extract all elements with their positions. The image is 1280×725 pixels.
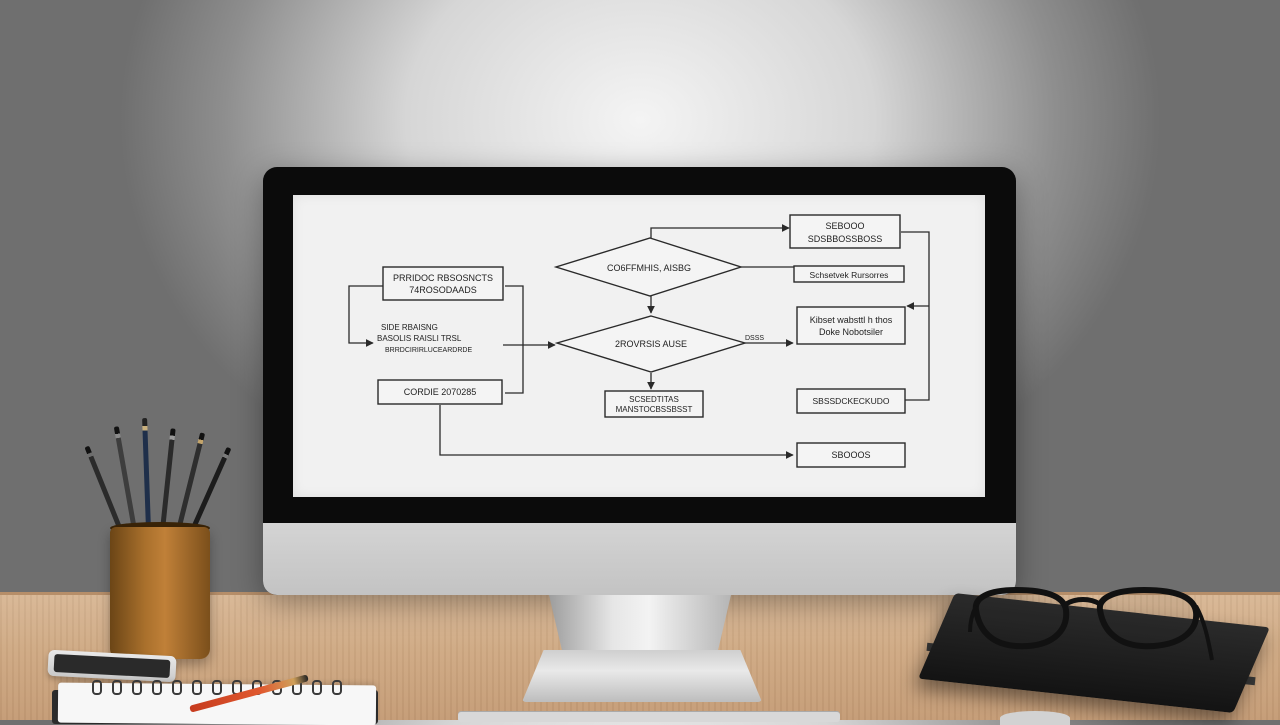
mid-bottom-box-line1: SCSEDTITAS [629, 395, 679, 404]
notebook-ring [192, 680, 202, 695]
monitor-stand-icon [549, 595, 731, 657]
notebook-ring [212, 680, 222, 695]
notebook-ring [332, 680, 342, 695]
notebook-ring [312, 680, 322, 695]
right-label-box-label: Schsetvek Rursorres [810, 270, 889, 280]
flowchart-diagram: PRRIDOC RBSOSNCTS 74ROSODAADS SIDE RBAIS… [348, 214, 930, 468]
end-box [796, 442, 906, 468]
edge-bottom-route [439, 405, 794, 459]
pencil [84, 445, 123, 531]
pencil-cup-icon [110, 527, 210, 659]
left-note-line2: BASOLIS RAISLI TRSL [377, 334, 462, 343]
notebook-ring [92, 680, 102, 695]
left-bottom-box [377, 379, 503, 405]
pencil [142, 417, 151, 531]
edge-start-right [505, 285, 524, 394]
right-mid-box [796, 306, 906, 345]
notebook-ring [152, 680, 162, 695]
right-top-box-line2: SDSBBOSSBOSS [808, 234, 883, 244]
decision-diamond-top-label: CO6FFMHIS, AISBG [607, 263, 691, 273]
decision-diamond-top [553, 237, 744, 297]
right-top-box [789, 214, 901, 249]
right-top-box-line1: SEBOOO [825, 221, 864, 231]
eyeglasses-icon [968, 586, 1214, 661]
monitor-stand-base [522, 650, 762, 702]
notebook-ring [112, 680, 122, 695]
edge-right-column [901, 231, 930, 401]
edge-top-route [650, 224, 790, 239]
left-note-line3: BRRDCIRIRLUCEARDRDE [385, 347, 472, 354]
monitor-screen: PRRIDOC RBSOSNCTS 74ROSODAADS SIDE RBAIS… [293, 195, 985, 497]
pencil [160, 428, 176, 531]
smartphone-screen [53, 653, 171, 679]
right-bottom-box [796, 388, 906, 414]
arrow-note-label: DSSS [745, 335, 764, 342]
mid-bottom-box [604, 390, 704, 418]
end-box-label: SBOOOS [831, 450, 870, 460]
monitor-chin [263, 523, 1016, 595]
mouse-icon [1000, 711, 1070, 725]
right-mid-box-line2: Doke Nobotsiler [819, 327, 883, 337]
right-label-box [793, 265, 905, 283]
edge-start-loop [348, 285, 383, 347]
start-box-line2: 74ROSODAADS [409, 285, 477, 295]
notebook-ring [132, 680, 142, 695]
left-bottom-box-label: CORDIE 2070285 [404, 387, 477, 397]
left-note-line1: SIDE RBAISNG [381, 323, 438, 332]
keyboard-icon [458, 712, 840, 722]
decision-diamond-mid-label: 2ROVRSIS AUSE [615, 339, 687, 349]
right-bottom-box-label: SBSSDCKECKUDO [813, 396, 890, 406]
start-box [382, 266, 504, 301]
mid-bottom-box-line2: MANSTOCBSSBSST [616, 405, 693, 414]
start-box-line1: PRRIDOC RBSOSNCTS [393, 273, 493, 283]
computer-monitor: PRRIDOC RBSOSNCTS 74ROSODAADS SIDE RBAIS… [263, 167, 1016, 595]
right-mid-box-line1: Kibset wabsttl h thos [810, 315, 893, 325]
decision-diamond-mid [554, 315, 748, 373]
notebook-ring [172, 680, 182, 695]
